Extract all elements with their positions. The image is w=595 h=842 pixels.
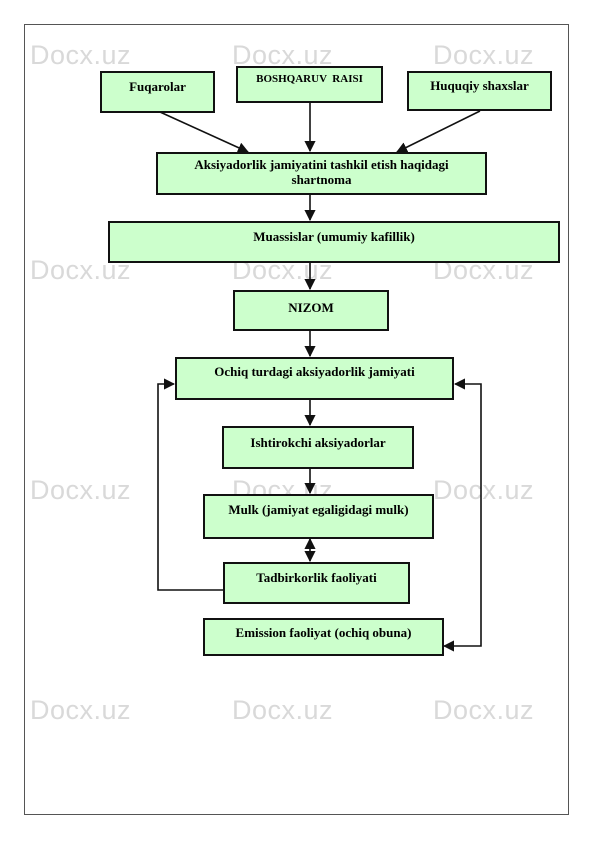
- watermark: Docx.uz: [232, 40, 334, 70]
- node-huquqiy-shaxslar: Huquqiy shaxslar: [407, 71, 552, 111]
- node-fuqarolar: Fuqarolar: [100, 71, 215, 113]
- node-emission-faoliyat: Emission faoliyat (ochiq obuna): [203, 618, 444, 656]
- node-tadbirkorlik-faoliyati: Tadbirkorlik faoliyati: [223, 562, 410, 604]
- node-ishtirokchi-aksiyadorlar: Ishtirokchi aksiyadorlar: [222, 426, 414, 469]
- watermark: Docx.uz: [30, 695, 132, 725]
- node-muassislar: Muassislar (umumiy kafillik): [108, 221, 560, 263]
- watermark: Docx.uz: [30, 475, 132, 505]
- edge-tadbirkorlik-loop: [157, 378, 224, 591]
- node-boshqaruv-raisi: BOSHQARUV RAISI: [236, 66, 383, 103]
- node-shartnoma: Aksiyadorlik jamiyatini tashkil etish ha…: [156, 152, 487, 195]
- page-frame: [24, 24, 569, 815]
- edge-fuqarolar-shartnoma: [159, 111, 250, 153]
- edge-emission-loop: [442, 378, 482, 652]
- node-ochiq-jamiyat: Ochiq turdagi aksiyadorlik jamiyati: [175, 357, 454, 400]
- watermark: Docx.uz: [433, 40, 535, 70]
- edge-huquqiy-shartnoma: [395, 110, 481, 153]
- watermark: Docx.uz: [232, 695, 334, 725]
- node-nizom: NIZOM: [233, 290, 389, 331]
- watermark: Docx.uz: [30, 40, 132, 70]
- node-mulk: Mulk (jamiyat egaligidagi mulk): [203, 494, 434, 539]
- watermark: Docx.uz: [433, 695, 535, 725]
